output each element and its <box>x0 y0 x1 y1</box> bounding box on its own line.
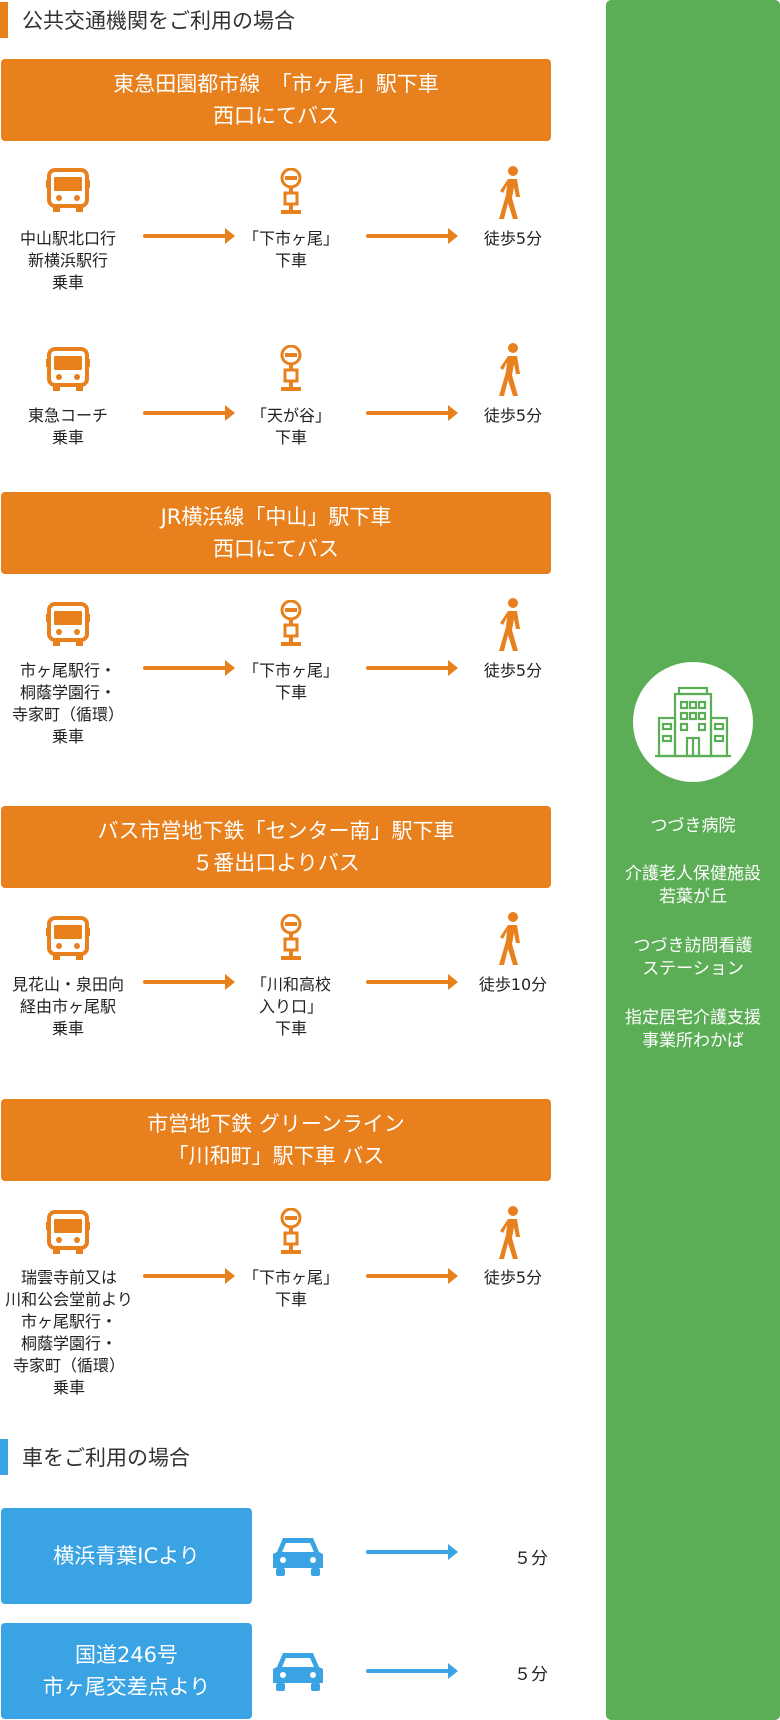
bus-icon <box>46 347 90 397</box>
arrow <box>366 1544 458 1560</box>
bus-stop-icon <box>279 167 303 222</box>
car-time-label: ５分 <box>514 1665 548 1685</box>
arrow <box>366 1268 458 1284</box>
arrow <box>143 660 235 676</box>
car-route-route-246: 国道246号 市ヶ尾交差点より <box>1 1623 252 1719</box>
route-header-line: 「川和町」駅下車 バス <box>167 1144 385 1168</box>
walking-person-icon <box>498 1205 526 1265</box>
arrow <box>143 974 235 990</box>
bus-icon <box>46 602 90 652</box>
route-header-line: JR横浜線「中山」駅下車 <box>160 505 392 529</box>
alighting-label: 「下市ヶ尾」 下車 <box>242 661 339 702</box>
facility-name: 介護老人保健施設 若葉が丘 <box>625 864 761 907</box>
destination-panel: つづき病院 介護老人保健施設 若葉が丘 つづき訪問看護 ステーション 指定居宅介… <box>606 0 780 1720</box>
section-title-public-transport: 公共交通機関をご利用の場合 <box>0 2 560 38</box>
walk-time-label: 徒歩10分 <box>478 975 548 994</box>
walking-person-icon <box>498 342 526 402</box>
arrow <box>366 405 458 421</box>
section-title-text: 公共交通機関をご利用の場合 <box>22 9 295 33</box>
car-route-yokohama-aoba-ic: 横浜青葉ICより <box>1 1508 252 1604</box>
bus-stop-icon <box>279 913 303 968</box>
section-title-text: 車をご利用の場合 <box>22 1446 190 1470</box>
arrow <box>366 974 458 990</box>
alighting-label: 「川和高校 入り口」 下車 <box>250 975 331 1038</box>
hospital-icon-circle <box>633 662 753 782</box>
facility-name: つづき訪問看護 ステーション <box>633 936 753 979</box>
walk-time-label: 徒歩5分 <box>483 406 543 425</box>
bus-stop-icon <box>279 1207 303 1262</box>
walk-time-label: 徒歩5分 <box>483 1268 543 1287</box>
arrow <box>366 660 458 676</box>
walking-person-icon <box>498 597 526 657</box>
boarding-label: 中山駅北口行 新横浜駅行 乗車 <box>19 229 116 292</box>
arrow <box>366 1663 458 1679</box>
section-marker <box>0 2 8 38</box>
route-header-line: 市営地下鉄 グリーンライン <box>147 1112 405 1136</box>
route-header-line: 西口にてバス <box>213 537 339 561</box>
route-header-line: 西口にてバス <box>213 104 339 128</box>
arrow <box>143 405 235 421</box>
bus-icon <box>46 168 90 218</box>
section-marker <box>0 1439 8 1475</box>
bus-stop-icon <box>279 599 303 654</box>
bus-icon <box>46 916 90 966</box>
alighting-label: 「天が谷」 下車 <box>250 406 331 447</box>
car-time-label: ５分 <box>514 1549 548 1569</box>
route-header-center-minami: バス市営地下鉄「センター南」駅下車 ５番出口よりバス <box>1 806 551 888</box>
boarding-label: 東急コーチ 乗車 <box>27 406 108 447</box>
facility-name: つづき病院 <box>650 816 736 836</box>
arrow <box>143 228 235 244</box>
facility-name: 指定居宅介護支援 事業所わかば <box>625 1008 761 1051</box>
boarding-label: 市ヶ尾駅行・ 桐蔭学園行・ 寺家町（循環） 乗車 <box>11 661 124 746</box>
car-icon <box>271 1534 325 1582</box>
route-header-line: ５番出口よりバス <box>192 851 360 875</box>
boarding-label: 瑞雲寺前又は 川和公会堂前より 市ヶ尾駅行・ 桐蔭学園行・ 寺家町（循環） 乗車 <box>5 1268 133 1397</box>
alighting-label: 「下市ヶ尾」 下車 <box>242 229 339 270</box>
hospital-building-icon <box>655 686 731 758</box>
arrow <box>366 228 458 244</box>
car-icon <box>271 1649 325 1697</box>
alighting-label: 「下市ヶ尾」 下車 <box>242 1268 339 1309</box>
route-header-line: バス市営地下鉄「センター南」駅下車 <box>97 819 455 843</box>
route-header-line: 東急田園都市線 「市ヶ尾」駅下車 <box>113 72 439 96</box>
walking-person-icon <box>498 165 526 225</box>
walking-person-icon <box>498 911 526 971</box>
route-header-tokyu-den-en-toshi: 東急田園都市線 「市ヶ尾」駅下車 西口にてバス <box>1 59 551 141</box>
walk-time-label: 徒歩5分 <box>483 661 543 680</box>
route-header-green-line: 市営地下鉄 グリーンライン 「川和町」駅下車 バス <box>1 1099 551 1181</box>
bus-icon <box>46 1210 90 1260</box>
section-title-car: 車をご利用の場合 <box>0 1439 560 1475</box>
walk-time-label: 徒歩5分 <box>483 229 543 248</box>
arrow <box>143 1268 235 1284</box>
boarding-label: 見花山・泉田向 経由市ヶ尾駅 乗車 <box>11 975 124 1038</box>
route-header-jr-yokohama: JR横浜線「中山」駅下車 西口にてバス <box>1 492 551 574</box>
bus-stop-icon <box>279 344 303 399</box>
